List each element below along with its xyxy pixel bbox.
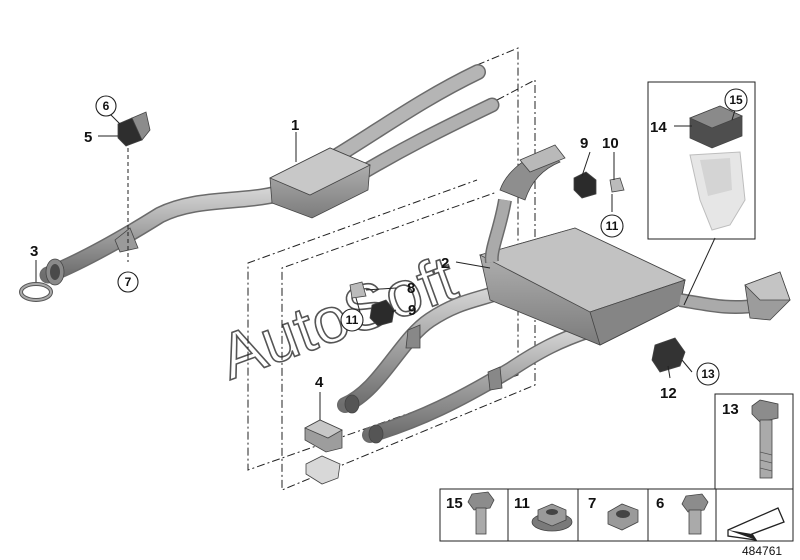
svg-text:13: 13 [722,401,739,418]
hardware-legend: 13 15 11 7 6 [439,393,794,542]
callout-labels: 1 2 3 4 5 6 7 8 9 9 10 11 11 12 13 14 15 [30,88,748,402]
callout-11-lower: 11 [346,313,359,327]
orientation-box [715,488,794,542]
callout-9-upper: 9 [580,135,588,152]
front-pipe-with-resonator [39,64,500,286]
pipe-bracket [304,419,343,485]
pipe-clamp [19,282,53,302]
svg-text:15: 15 [446,495,463,512]
arrow-icon [727,507,785,541]
flange-bolt-icon [467,491,495,535]
callout-13: 13 [701,367,715,381]
callout-3: 3 [30,243,38,260]
callout-1: 1 [291,117,299,134]
hanger-bracket-front [117,111,151,262]
svg-text:11: 11 [514,495,530,512]
callout-7: 7 [125,275,132,289]
callout-6: 6 [103,99,110,113]
hex-nut-icon [607,503,639,531]
callout-2: 2 [441,255,449,272]
short-bolt-icon [681,493,709,535]
callout-8: 8 [407,280,415,297]
actuator-detail-frame [647,81,756,240]
callout-9-lower: 9 [408,302,416,319]
callout-11-upper: 11 [606,219,619,233]
svg-text:6: 6 [656,495,664,512]
callout-12: 12 [660,385,677,402]
long-bolt-icon [751,399,779,479]
document-number: 484761 [742,544,782,558]
callout-10: 10 [602,135,619,152]
callout-5: 5 [84,129,92,146]
silencer-mount-rubbers [349,171,686,373]
flange-nut-icon [531,503,573,532]
callout-14: 14 [650,119,667,136]
callout-4: 4 [315,374,324,391]
callout-15: 15 [729,93,743,107]
svg-text:7: 7 [588,495,596,512]
exhaust-flap-actuator [688,105,746,231]
rear-silencer-assembly [337,144,791,444]
